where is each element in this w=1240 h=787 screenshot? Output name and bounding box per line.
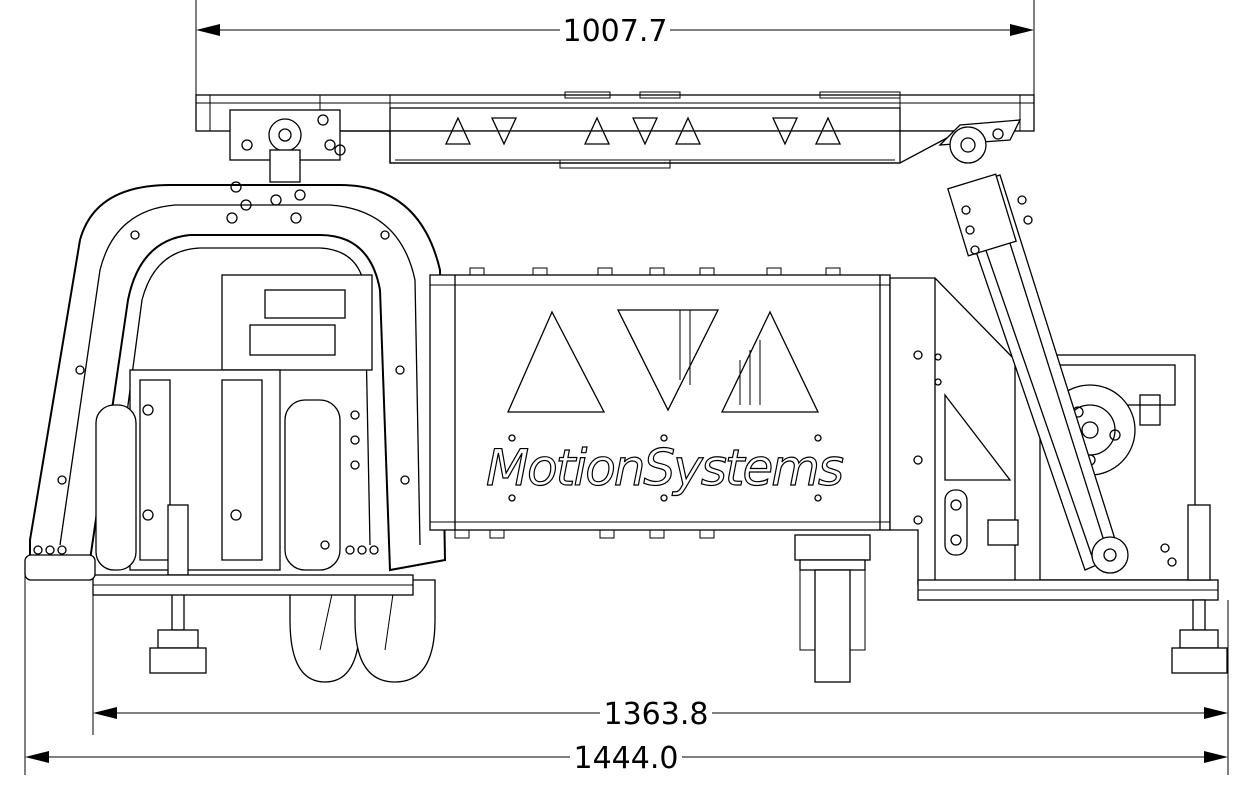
right-assembly [889, 126, 1228, 674]
dimension-label-base-width: 1363.8 [604, 697, 709, 732]
center-box: MotionSystems [429, 267, 891, 683]
left-mechanism [95, 274, 436, 683]
dimension-overall-width: 1444.0 [24, 575, 1229, 776]
motionsystems-logo-text: MotionSystems [486, 439, 843, 497]
top-platform [195, 91, 1035, 169]
dimension-base-width: 1363.8 [92, 595, 1229, 735]
left-u-frame [29, 118, 447, 577]
left-base-plate [24, 554, 414, 596]
dimension-label-overall-width: 1444.0 [574, 741, 679, 776]
dimension-label-top-width: 1007.7 [563, 14, 668, 49]
dimension-top-width: 1007.7 [195, 0, 1035, 95]
